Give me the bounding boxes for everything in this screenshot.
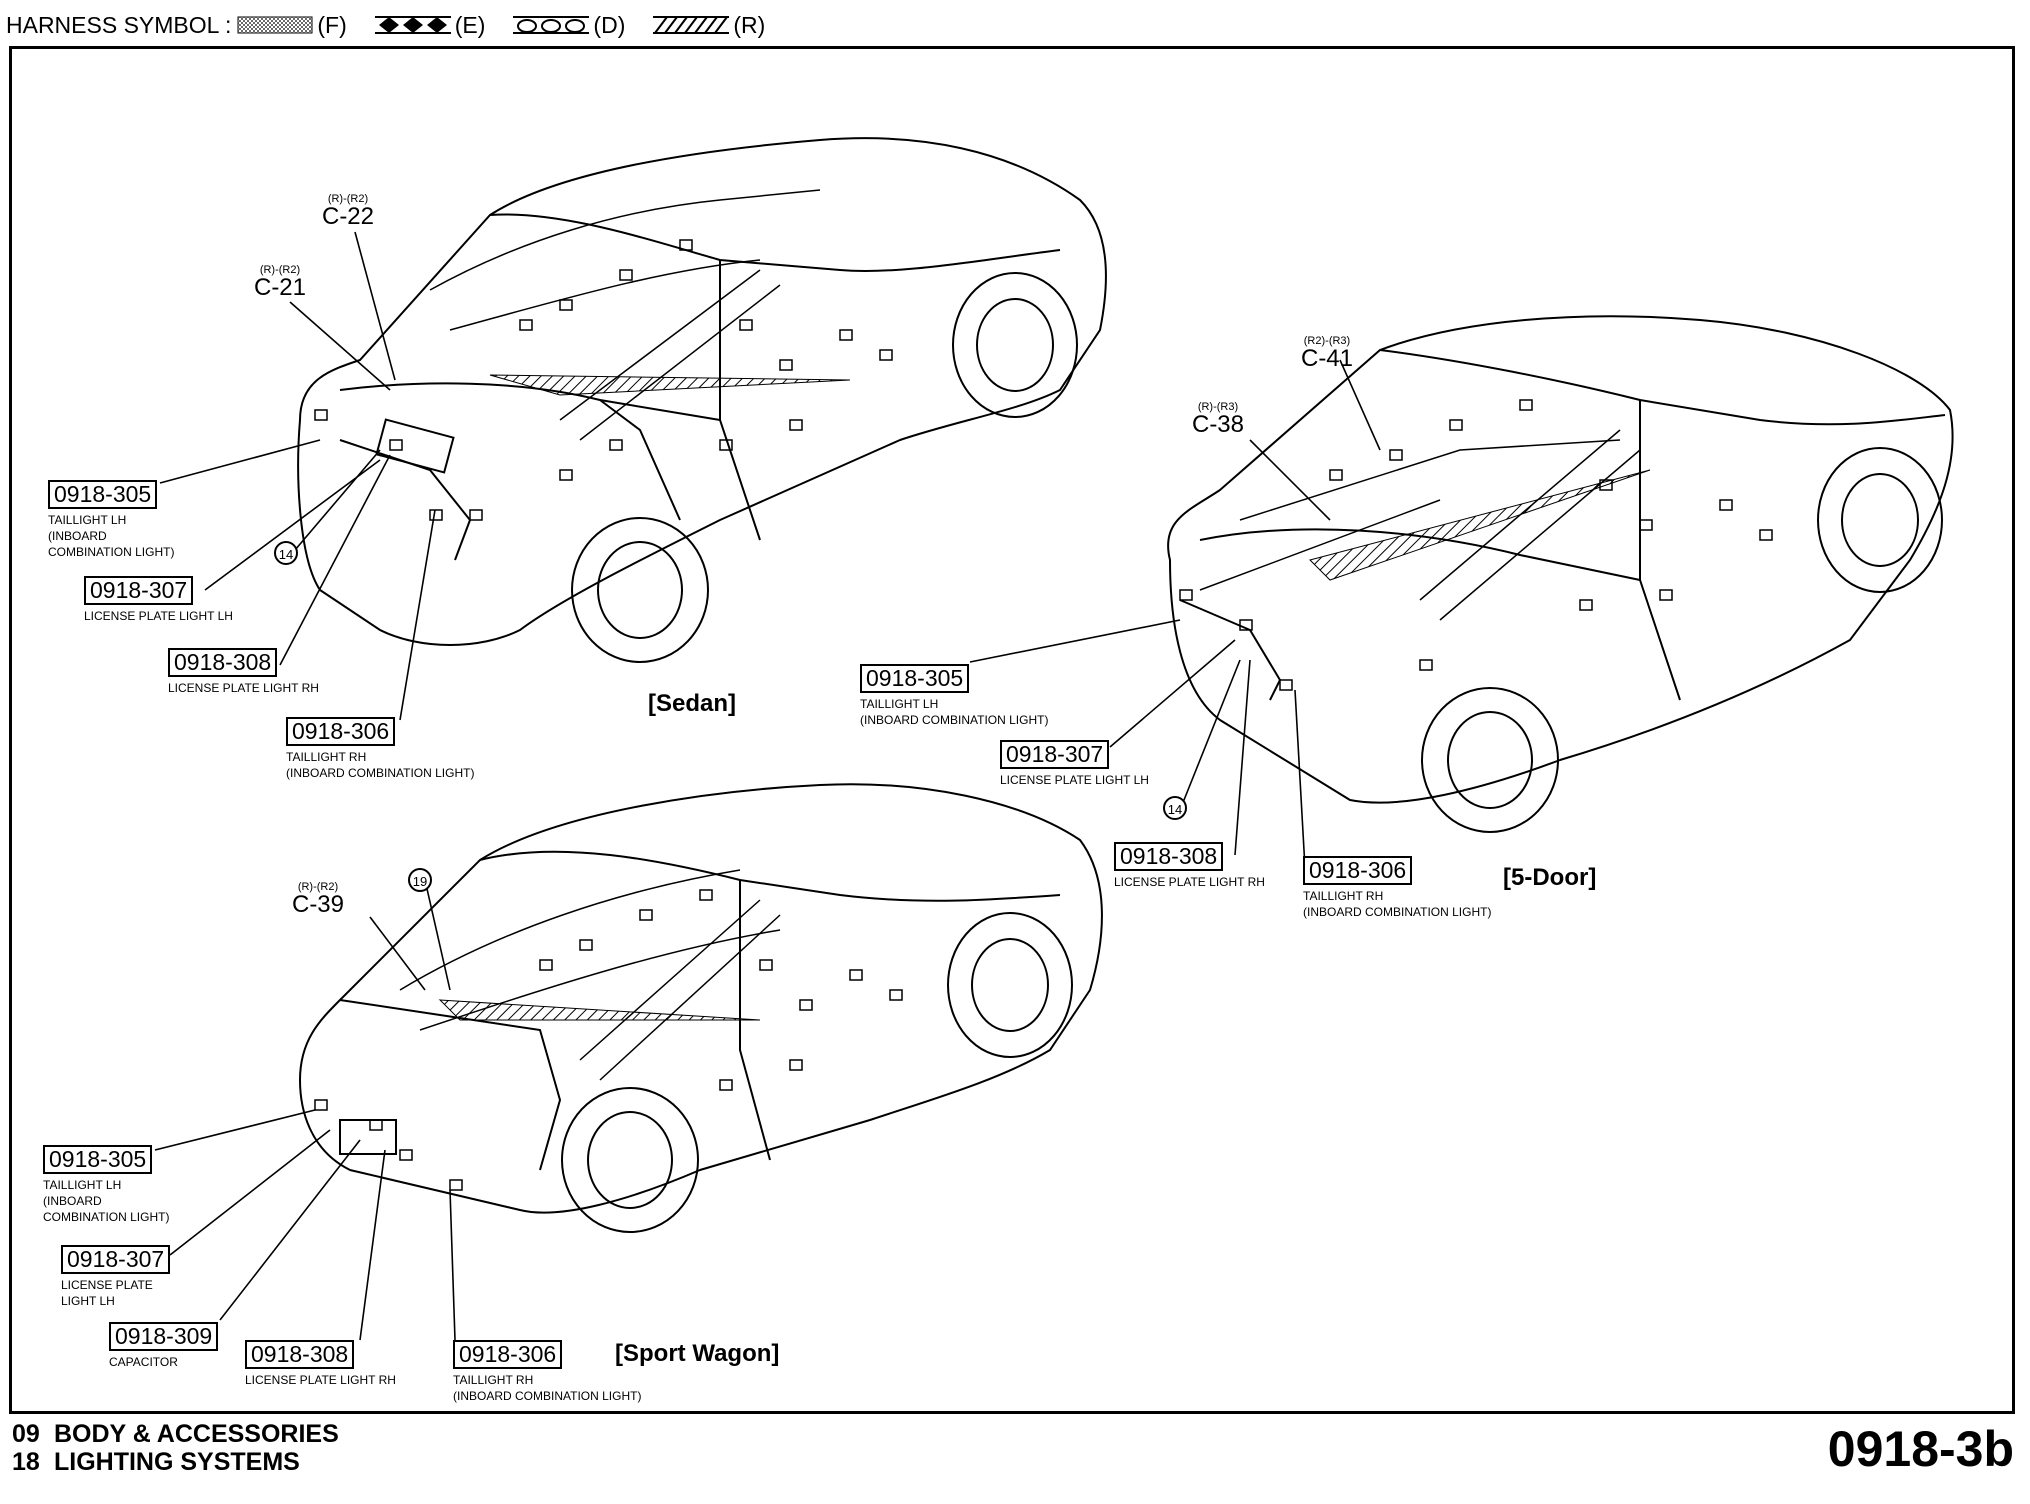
variant-label-five-door: [5-Door] (1503, 864, 1597, 891)
fivedoor-ref-taillight-rh: 0918-306 TAILLIGHT RH (INBOARD COMBINATI… (1303, 856, 1492, 919)
connector-c41: (R2)-(R3) C-41 (1300, 335, 1354, 372)
sedan-ref-license-rh: 0918-308 LICENSE PLATE LIGHT RH (168, 648, 319, 695)
harness-e-diamond-icon (374, 16, 451, 34)
fivedoor-ref-license-lh: 0918-307 LICENSE PLATE LIGHT LH (1000, 740, 1149, 787)
connector-c22: (R)-(R2) C-22 (321, 193, 375, 230)
wagon-ref-taillight-lh: 0918-305 TAILLIGHT LH (INBOARD COMBINATI… (43, 1145, 170, 1224)
wagon-ref-taillight-rh: 0918-306 TAILLIGHT RH (INBOARD COMBINATI… (453, 1340, 642, 1403)
sedan-drawing (297, 137, 1107, 663)
wagon-ref-capacitor: 0918-309 CAPACITOR (109, 1322, 269, 1370)
wagon-ref-license-lh: 0918-307 LICENSE PLATE LIGHT LH (61, 1245, 261, 1309)
connector-c21: (R)-(R2) C-21 (253, 264, 307, 301)
legend-code-d: (D) (593, 11, 626, 38)
five-door-drawing (1167, 315, 1954, 833)
legend-label: HARNESS SYMBOL : (6, 11, 232, 38)
legend-code-f: (F) (317, 11, 347, 38)
harness-f-dotted-icon (237, 16, 313, 34)
connector-c38: (R)-(R3) C-38 (1191, 401, 1245, 438)
variant-label-sport-wagon: [Sport Wagon] (615, 1340, 780, 1367)
sedan-ref-license-lh: 0918-307 LICENSE PLATE LIGHT LH (84, 576, 233, 623)
marker-14-sedan: 14 (274, 541, 298, 565)
connector-c39: (R)-(R2) C-39 (291, 881, 345, 918)
page-id: 0918-3b (1827, 1421, 2014, 1477)
harness-d-circles-icon (513, 16, 590, 34)
legend-code-r: (R) (733, 11, 766, 38)
sedan-ref-taillight-rh: 0918-306 TAILLIGHT RH (INBOARD COMBINATI… (286, 717, 475, 780)
sedan-ref-taillight-lh: 0918-305 TAILLIGHT LH (INBOARD COMBINATI… (48, 480, 175, 559)
fivedoor-ref-license-rh: 0918-308 LICENSE PLATE LIGHT RH (1114, 842, 1265, 889)
marker-14-five-door: 14 (1163, 796, 1187, 820)
harness-symbol-legend: HARNESS SYMBOL : (F) (E) (D) (R) (6, 8, 787, 42)
wagon-ref-license-rh: 0918-308 LICENSE PLATE LIGHT RH (245, 1340, 396, 1387)
diagram-frame (9, 46, 2015, 1414)
sport-wagon-drawing (298, 783, 1103, 1233)
marker-19-wagon: 19 (408, 868, 432, 892)
fivedoor-ref-taillight-lh: 0918-305 TAILLIGHT LH (INBOARD COMBINATI… (860, 664, 1049, 727)
variant-label-sedan: [Sedan] (648, 690, 737, 717)
harness-r-hatched-icon (653, 16, 730, 34)
legend-code-e: (E) (454, 11, 486, 38)
